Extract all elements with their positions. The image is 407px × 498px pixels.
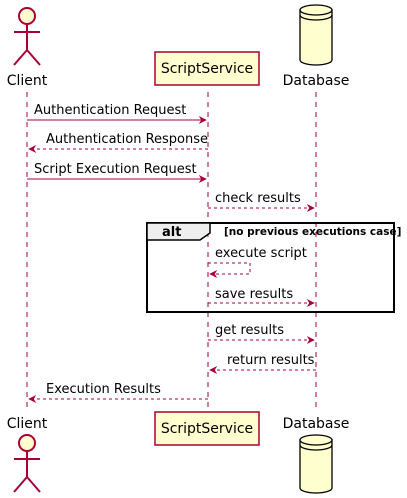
scriptservice-box-bottom: ScriptService: [154, 411, 260, 446]
message-get-results: get results: [208, 323, 315, 344]
message-label: Script Execution Request: [34, 162, 197, 177]
alt-keyword: alt: [162, 225, 181, 240]
message-label: Authentication Request: [34, 103, 186, 118]
message-execution-results: Execution Results: [28, 382, 208, 403]
message-label: save results: [215, 287, 293, 302]
scriptservice-label-bottom: ScriptService: [161, 421, 253, 437]
message-label: Authentication Response: [46, 132, 208, 147]
message-authentication-response: Authentication Response: [28, 132, 208, 153]
scriptservice-box-top: ScriptService: [154, 51, 260, 86]
message-label: return results: [227, 353, 315, 368]
scriptservice-label-top: ScriptService: [161, 61, 253, 77]
client-actor-icon-top: [13, 7, 41, 66]
message-save-results: save results: [208, 287, 315, 307]
message-authentication-request: Authentication Request: [27, 103, 207, 124]
message-label: Execution Results: [46, 382, 161, 397]
alt-condition: [no previous executions case]: [224, 226, 401, 238]
database-icon-top: [299, 4, 333, 66]
database-icon-bottom: [299, 434, 333, 494]
client-actor-icon-bottom: [13, 434, 41, 493]
alt-fragment: alt [no previous executions case]: [146, 222, 401, 313]
database-label-top: Database: [283, 73, 350, 89]
message-check-results: check results: [208, 191, 315, 212]
database-label-bottom: Database: [283, 416, 350, 432]
message-execute-script: execute script: [208, 246, 307, 278]
client-label-bottom: Client: [7, 416, 48, 432]
message-return-results: return results: [209, 353, 316, 374]
message-label: get results: [215, 323, 284, 338]
message-label: check results: [215, 191, 301, 206]
client-label-top: Client: [7, 73, 48, 89]
message-script-execution-request: Script Execution Request: [27, 162, 207, 183]
message-label: execute script: [215, 246, 307, 261]
